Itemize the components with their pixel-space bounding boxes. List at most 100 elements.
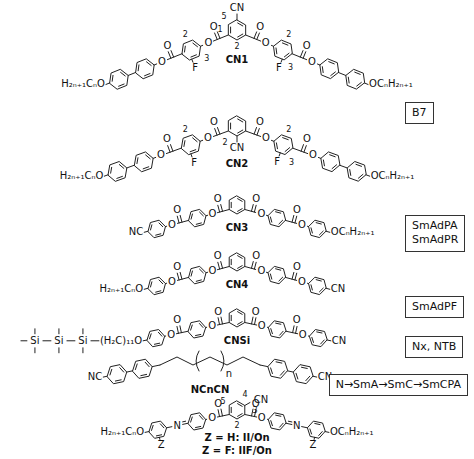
bond	[238, 199, 243, 202]
atom-label: OCₙH₂ₙ₊₁	[369, 79, 413, 89]
atom-label: O	[166, 330, 176, 340]
atom-label: O	[303, 41, 311, 51]
phase-box: SmAdPF	[405, 296, 464, 318]
bond	[330, 155, 336, 157]
bond	[177, 273, 179, 280]
bond	[238, 256, 243, 259]
bond	[104, 175, 108, 176]
atom-label: H₂ₙ₊₁CₙO	[61, 79, 105, 89]
atom-label: O	[208, 266, 218, 276]
atom-label: O	[297, 220, 307, 230]
bond	[149, 421, 167, 438]
bond	[228, 20, 245, 40]
bond	[156, 291, 161, 292]
bond	[284, 53, 289, 57]
bond	[138, 65, 140, 71]
atom-label: OCₙH₂ₙ₊₁	[330, 427, 374, 437]
phase-label: SmAdPF	[412, 300, 457, 314]
compound-name: CN1	[226, 55, 249, 65]
bond	[309, 277, 326, 294]
atom-label: F	[192, 63, 198, 73]
bond	[221, 262, 223, 269]
bond	[237, 14, 238, 20]
bond	[177, 216, 179, 223]
bond	[191, 154, 192, 157]
bond	[160, 357, 260, 365]
bond	[145, 74, 150, 76]
atom-label: O	[257, 321, 267, 331]
bond	[160, 424, 164, 428]
phase-label: N→SmA→SmC→SmCPA	[336, 378, 461, 392]
bond	[293, 326, 294, 333]
bond	[159, 437, 160, 439]
bond	[254, 32, 257, 38]
atom-label: O	[256, 117, 264, 127]
bond	[274, 135, 293, 155]
bond	[143, 167, 149, 169]
bond	[228, 116, 245, 136]
compound-name: CNSi	[224, 336, 250, 346]
compound-name: NCnCN	[191, 385, 230, 395]
bond	[280, 371, 284, 375]
position-number: 1	[217, 26, 222, 34]
bond	[271, 368, 273, 374]
atom-label: O	[207, 321, 217, 331]
phase-label: SmAdPA SmAdPR	[412, 219, 458, 248]
bond	[148, 277, 165, 294]
bond	[315, 423, 320, 424]
bond	[218, 410, 219, 417]
bond	[254, 318, 255, 325]
bond	[275, 48, 277, 54]
bond	[268, 359, 288, 378]
atom-label: O	[214, 251, 222, 261]
bond	[319, 432, 323, 436]
atom-label: O	[173, 315, 181, 325]
bond	[171, 145, 173, 152]
bond	[306, 376, 310, 380]
bond	[304, 146, 306, 153]
compound-name: Z = F: IIF/On	[202, 446, 272, 456]
bond	[196, 426, 201, 427]
bond	[231, 315, 232, 320]
bond	[300, 51, 303, 57]
bond	[238, 414, 243, 417]
atom-label: O	[207, 413, 217, 423]
atom-label: (H₂C)₁₁O	[100, 336, 142, 346]
bond	[189, 209, 206, 226]
atom-label: O	[257, 413, 267, 423]
bond	[238, 23, 243, 26]
bond	[260, 365, 268, 367]
bond	[276, 362, 282, 363]
bond	[148, 220, 165, 237]
atom-label: O	[261, 133, 271, 143]
bond	[319, 288, 323, 292]
bond	[309, 220, 326, 237]
bond	[34, 348, 35, 353]
bond	[237, 136, 238, 142]
bond	[134, 152, 153, 172]
atom-label: O	[261, 38, 271, 48]
position-number: 3	[204, 55, 209, 63]
atom-label: O	[293, 205, 301, 215]
bond	[103, 376, 107, 378]
bond	[177, 326, 178, 333]
phase-box: B7	[405, 102, 434, 124]
atom-label: CN	[230, 3, 244, 13]
bond	[196, 334, 201, 335]
bond	[168, 52, 171, 58]
bond	[270, 274, 271, 279]
bond	[193, 138, 198, 142]
bond	[181, 135, 200, 155]
atom-label: O	[173, 205, 181, 215]
bond	[151, 225, 152, 230]
bond	[321, 340, 325, 344]
bond	[293, 365, 313, 384]
bond	[184, 141, 185, 147]
atom-label: O	[167, 220, 177, 230]
atom-label: Z	[309, 440, 316, 450]
bond	[191, 214, 192, 219]
bond	[221, 205, 223, 212]
bond	[180, 215, 182, 222]
atom-label: OCₙH₂ₙ₊₁	[371, 171, 415, 181]
